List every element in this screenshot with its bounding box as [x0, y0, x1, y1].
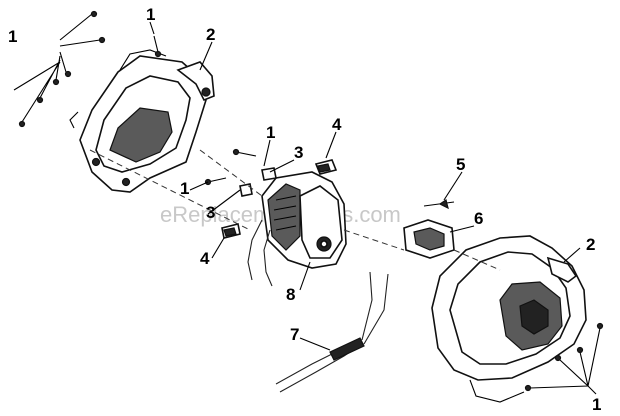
screw-mid-lower [204, 177, 227, 186]
callout-1-mid-upper: 1 [266, 123, 275, 142]
right-housing [431, 235, 587, 403]
assembly-axes [89, 149, 501, 271]
callout-1-top-left: 1 [8, 27, 17, 46]
callout-1-top: 1 [146, 5, 155, 24]
switch-part [403, 219, 455, 259]
callout-2-right: 2 [586, 235, 595, 254]
cord-part [275, 271, 389, 393]
left-housing [69, 49, 215, 193]
leader-lines [149, 21, 597, 395]
callout-1-mid-lower: 1 [180, 179, 189, 198]
callout-7: 7 [290, 325, 299, 344]
clip-lower [239, 183, 253, 197]
spring-part [423, 199, 455, 210]
callout-3-upper: 3 [294, 143, 303, 162]
callout-1-bottom-right: 1 [592, 395, 601, 414]
brush-upper [314, 159, 338, 175]
callout-5: 5 [456, 155, 465, 174]
callout-6: 6 [474, 209, 483, 228]
callout-2-left: 2 [206, 25, 215, 44]
motor-assembly [247, 171, 347, 287]
screws-right-fan [524, 322, 604, 392]
screw-top [153, 35, 162, 58]
callout-4-lower: 4 [200, 249, 210, 268]
callout-3-lower: 3 [206, 203, 215, 222]
callout-labels: 1 1 2 1 4 3 1 3 4 8 5 6 2 7 1 [8, 5, 601, 414]
callout-4-upper: 4 [332, 115, 342, 134]
screws-left-fan [13, 10, 106, 128]
callout-8: 8 [286, 285, 295, 304]
brush-lower [221, 223, 241, 239]
screw-mid-upper [232, 148, 257, 157]
